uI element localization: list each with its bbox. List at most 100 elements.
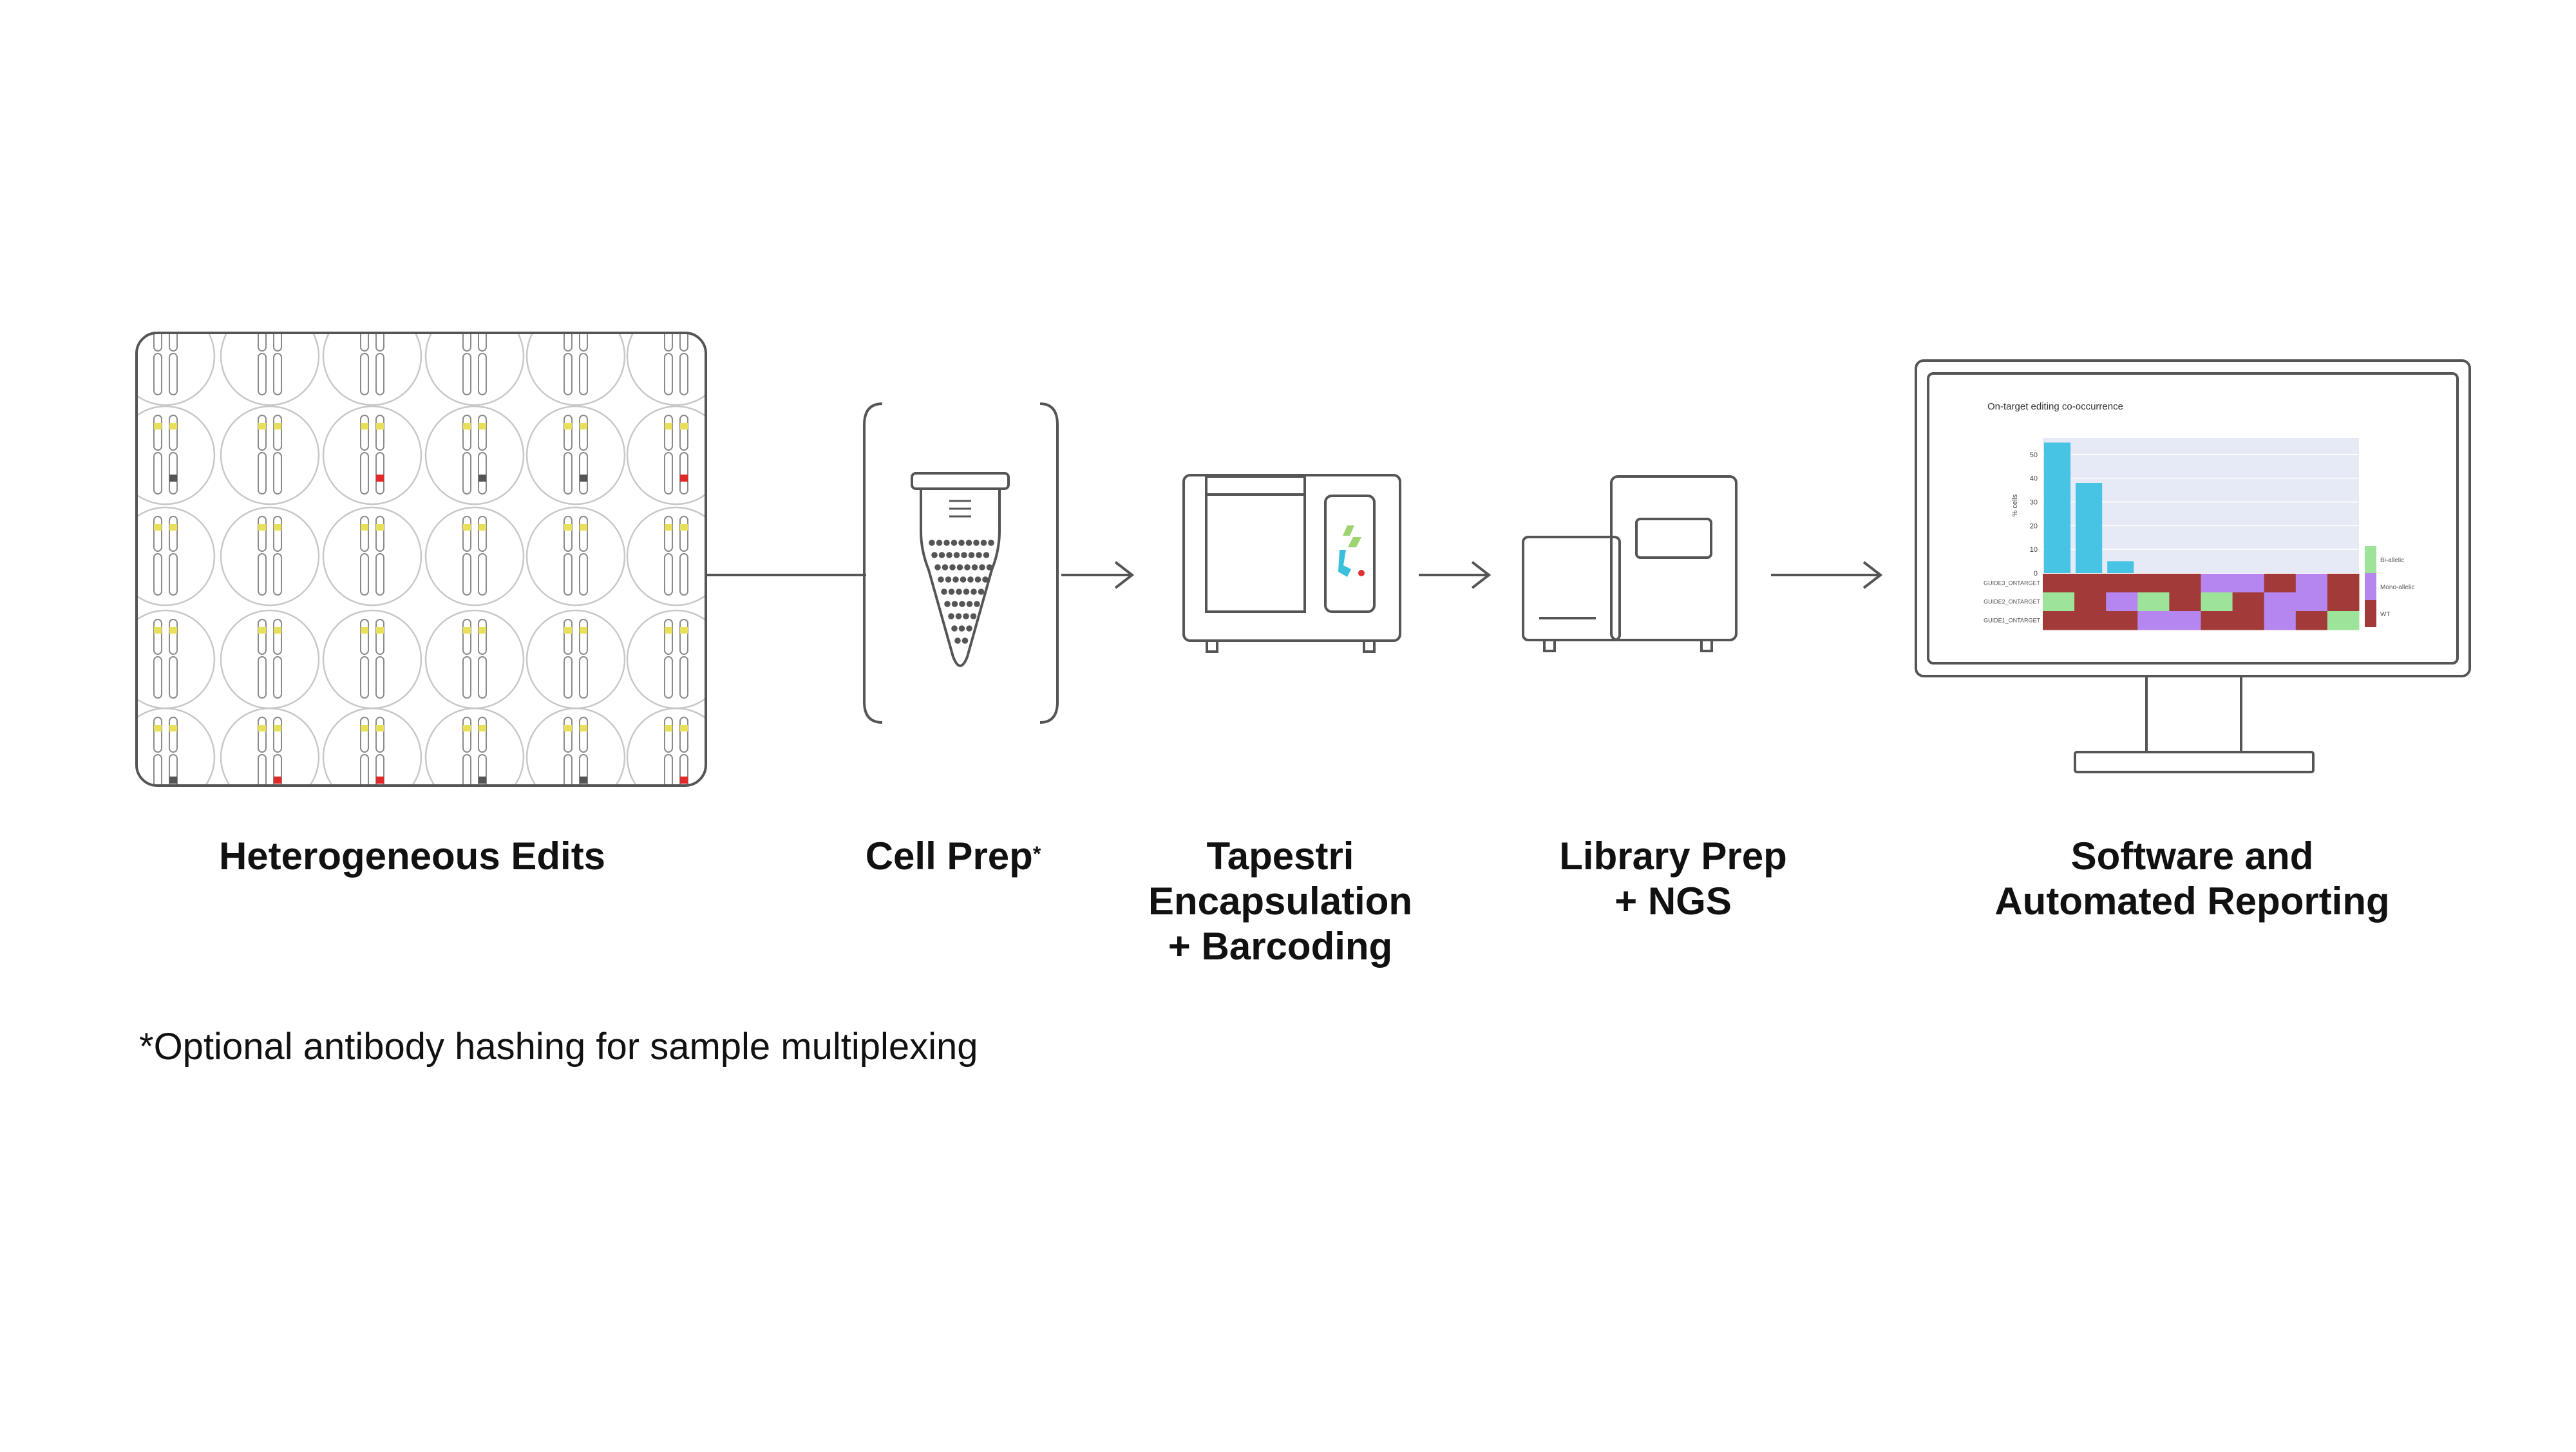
cell-dot [958,540,965,546]
sequencer-icon [1522,475,1738,652]
step-label-line: + NGS [1615,880,1732,923]
tube-body [920,489,1001,667]
chromosome-arm [462,516,471,552]
cell-dot [951,540,958,546]
edit-marker [478,777,486,784]
cell [137,506,216,607]
cell [424,609,525,710]
chromosome-arm [273,452,282,495]
cell [137,609,216,710]
chromosome-arm [679,619,688,655]
y-tick-label: 20 [2030,522,2038,530]
sequencer-side-unit [1522,536,1621,641]
cell [137,405,216,505]
chromosome-arm [664,516,673,552]
chromosome-arm [462,415,471,451]
cell [220,609,320,710]
chromosome-arm [153,353,162,395]
cell-dot [968,552,975,558]
chromosome-arm [579,717,588,753]
arrow-head [1114,561,1135,589]
tube-cap [911,472,1010,490]
gene-marker [361,627,368,634]
cell-dot [956,589,962,595]
arrow-right-icon [1419,561,1492,589]
legend-swatch [2365,546,2376,573]
chromosome-arm [478,619,487,655]
heatmap-cell [2201,611,2233,630]
cell [220,707,320,786]
cell-dot [967,576,974,583]
chromosome-arm [375,516,384,552]
chromosome-arm [579,619,588,655]
chromosome-arm [169,553,178,596]
sequencer-foot [1700,639,1713,652]
chromosome-arm [462,553,471,596]
cell-outline [322,405,422,505]
chromosome-arm [258,619,267,655]
chromosome-arm [153,415,162,451]
arrow-head [1471,561,1492,589]
chromosome-arm [664,619,673,655]
heatmap-cell [2106,611,2138,630]
bar [2107,561,2134,573]
chromosome-arm [169,754,178,786]
gene-marker [274,725,281,731]
cell-outline [322,506,422,607]
arrow-head [1862,561,1883,589]
cell-dot [982,576,989,583]
cell-outline [220,707,320,786]
chromosome-arm [258,553,267,596]
cell-dot [961,637,969,644]
heatmap-cell [2169,574,2201,593]
tapestri-logo-icon [1338,525,1365,577]
footnote-marker: * [1032,842,1041,865]
chromosome-arm [169,656,178,699]
gene-marker [564,627,572,634]
chromosome-arm [462,452,471,495]
chromosome-arm [579,516,588,552]
heatmap-cell [2295,611,2328,630]
heatmap-cell [2137,592,2170,612]
chromosome-arm [169,415,178,451]
chromosome-arm [564,619,573,655]
gene-marker [154,524,162,531]
cell-dot [946,552,952,558]
edit-marker [274,777,281,784]
legend-label: Mono-allelic [2380,584,2414,591]
instrument-foot [1206,639,1218,653]
cell-outline [220,333,320,406]
cell-outline [526,506,626,607]
y-tick-label: 40 [2030,475,2038,483]
monitor-icon: On-target editing co-occurrence010203040… [1915,359,2471,773]
cell [626,333,706,406]
cell-outline [526,707,626,786]
cell-dot [949,564,956,570]
gene-marker [376,725,384,731]
chromosome-arm [679,415,688,451]
heatmap-cell [2169,592,2201,612]
gene-marker [154,627,162,634]
cell-outline [220,609,320,710]
chromosome-arm [375,717,384,753]
edit-marker [580,475,587,482]
instrument-foot [1363,639,1376,653]
cell [424,506,525,607]
heatmap-cell [2137,574,2170,593]
chromosome-arm [579,754,588,786]
chromosome-arm [579,353,588,395]
chromosome-arm [664,353,673,395]
instrument-screen [1324,495,1376,613]
cell [526,609,626,710]
cell-outline [220,506,320,607]
heatmap-cell [2201,592,2233,612]
cell-dot [988,540,994,546]
cell-outline [322,609,422,710]
gene-marker [258,725,266,731]
monitor-frame [1915,359,2471,677]
gene-marker [478,627,486,634]
cell-outline [424,333,525,406]
chromosome-arm [153,553,162,596]
chromosome-arm [360,754,369,786]
chromosome-arm [360,415,369,451]
